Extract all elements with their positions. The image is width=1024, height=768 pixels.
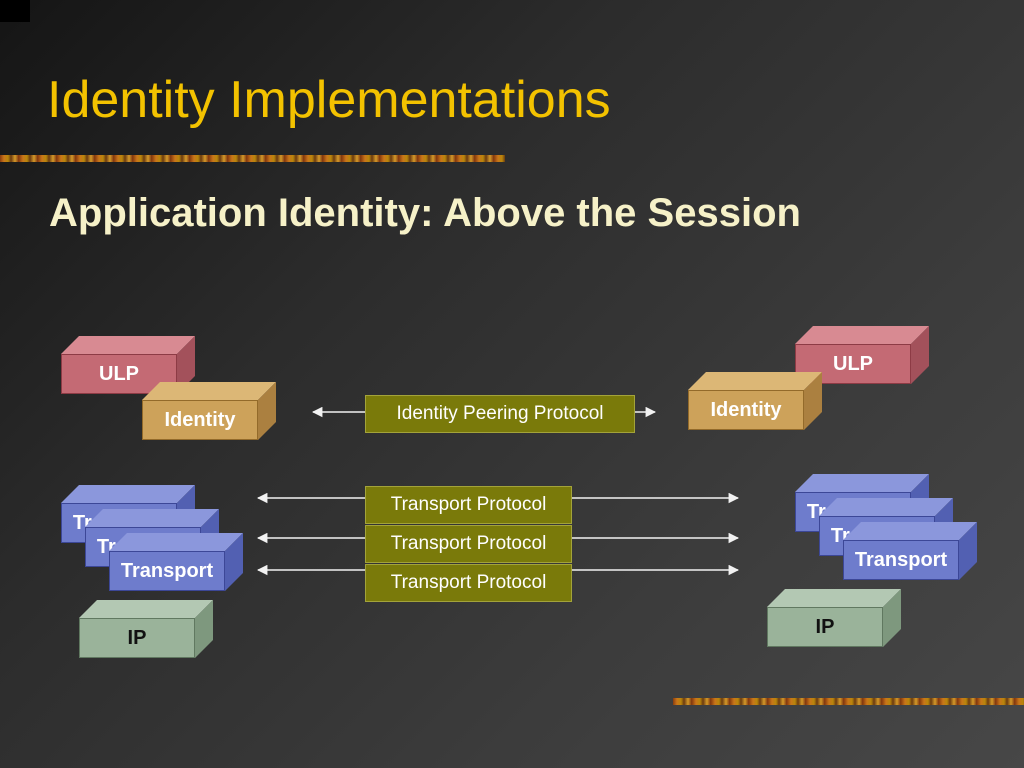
right-ip-block: IP bbox=[767, 589, 901, 647]
identity-peering-protocol-label: Identity Peering Protocol bbox=[365, 395, 635, 433]
slide-title: Identity Implementations bbox=[47, 71, 611, 129]
left-transport-block-3: Transport bbox=[109, 533, 243, 591]
left-ulp-block: ULP bbox=[61, 336, 195, 394]
left-identity-label: Identity bbox=[142, 400, 258, 440]
transport-protocol-label-2: Transport Protocol bbox=[365, 525, 572, 563]
transport-protocol-label-1: Transport Protocol bbox=[365, 486, 572, 524]
right-transport-label-3: Transport bbox=[843, 540, 959, 580]
left-ip-block: IP bbox=[79, 600, 213, 658]
right-ip-label: IP bbox=[767, 607, 883, 647]
left-transport-label-3: Transport bbox=[109, 551, 225, 591]
corner-mark bbox=[0, 0, 30, 22]
transport-protocol-label-3: Transport Protocol bbox=[365, 564, 572, 602]
left-identity-block: Identity bbox=[142, 382, 276, 440]
decorative-stripe-top bbox=[0, 155, 505, 162]
left-ulp-label: ULP bbox=[61, 354, 177, 394]
right-transport-block-3: Transport bbox=[843, 522, 977, 580]
right-identity-label: Identity bbox=[688, 390, 804, 430]
decorative-stripe-bottom bbox=[673, 698, 1024, 705]
right-identity-block: Identity bbox=[688, 372, 822, 430]
slide-subtitle: Application Identity: Above the Session bbox=[49, 191, 801, 235]
left-ip-label: IP bbox=[79, 618, 195, 658]
